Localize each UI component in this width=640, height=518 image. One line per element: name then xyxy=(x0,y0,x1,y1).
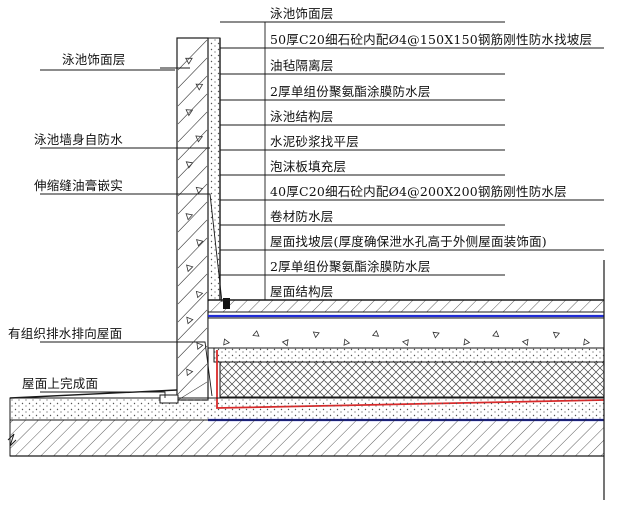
aggregate-mark xyxy=(401,339,409,347)
aggregate-mark xyxy=(186,368,194,377)
aggregate-mark xyxy=(312,331,320,339)
roof-structure-slab xyxy=(9,419,605,457)
wall-hatch-line xyxy=(177,111,208,143)
break-mark xyxy=(7,433,17,447)
label-cement-mortar: 水泥砂浆找平层 xyxy=(270,134,359,149)
wall-hatch-line xyxy=(177,147,208,179)
expansion-joint-sealant xyxy=(223,298,230,309)
label-c20-rigid-150: 50厚C20细石砼内配Ø4@150X150钢筋刚性防水找坡层 xyxy=(270,32,593,47)
label-roof-finished-surface: 屋面上完成面 xyxy=(22,376,99,391)
right-leader-lines xyxy=(220,21,604,301)
label-roof-screed: 屋面找坡层(厚度确保泄水孔高于外侧屋面装饰面) xyxy=(270,234,547,249)
aggregate-mark xyxy=(371,330,380,337)
wall-hatch-line xyxy=(177,39,208,71)
wall-hatch-line xyxy=(177,237,208,269)
wall-hatch-line xyxy=(177,219,208,251)
aggregate-mark xyxy=(185,161,194,169)
label-pu-coating-1: 2厚单组份聚氨酯涂膜防水层 xyxy=(270,84,431,99)
label-pool-structure: 泳池结构层 xyxy=(270,109,334,124)
wall-hatch-line xyxy=(177,345,208,377)
aggregate-mark xyxy=(186,316,194,325)
label-foam-fill: 泡沫板填充层 xyxy=(270,159,347,174)
label-pu-coating-2: 2厚单组份聚氨酯涂膜防水层 xyxy=(270,259,431,274)
aggregate-mark xyxy=(196,239,204,247)
label-felt-isolation: 油毡隔离层 xyxy=(270,58,334,73)
aggregate-mark xyxy=(223,338,231,346)
wall-hatch-line xyxy=(177,273,208,305)
wall-hatch-line xyxy=(177,381,208,401)
aggregate-mark xyxy=(521,338,529,346)
label-joint-sealant: 伸缩缝油膏嵌实 xyxy=(34,178,123,193)
aggregate-mark xyxy=(432,331,440,339)
wall-hatch-line xyxy=(177,165,208,197)
wall-hatch-line xyxy=(177,291,208,323)
concrete-aggregate-marks xyxy=(177,39,208,401)
aggregate-mark xyxy=(492,330,500,338)
aggregate-mark xyxy=(195,290,204,299)
aggregate-mark xyxy=(196,342,204,350)
wall-hatch-line xyxy=(177,255,208,287)
label-roll-membrane: 卷材防水层 xyxy=(270,209,334,224)
drainage-pipe xyxy=(159,394,179,404)
aggregate-mark xyxy=(583,338,591,346)
wall-hatch-line xyxy=(177,201,208,233)
label-organized-drainage: 有组织排水排向屋面 xyxy=(8,326,123,341)
aggregate-mark xyxy=(186,264,194,273)
aggregate-mark xyxy=(343,338,351,346)
aggregate-mark xyxy=(185,109,194,117)
pool-wall xyxy=(176,37,209,401)
pool-floor-layers xyxy=(207,298,605,349)
aggregate-mark xyxy=(195,135,204,143)
label-roof-structure: 屋面结构层 xyxy=(270,284,334,299)
label-pool-finish-left: 泳池饰面层 xyxy=(62,52,126,67)
label-c20-rigid-200: 40厚C20细石砼内配Ø4@200X200钢筋刚性防水层 xyxy=(270,184,567,199)
left-leader-lines xyxy=(40,67,223,398)
wall-hatch-line xyxy=(177,309,208,341)
aggregate-mark xyxy=(252,330,260,337)
wall-hatch-line xyxy=(177,75,208,107)
roof-finished-surface-line xyxy=(9,389,178,399)
roof-screed-layer xyxy=(9,397,605,421)
label-wall-self-waterproof: 泳池墙身自防水 xyxy=(34,132,123,147)
structure-slab-aggregate xyxy=(223,330,591,347)
aggregate-mark xyxy=(185,213,194,221)
wall-hatch-line xyxy=(177,327,208,359)
aggregate-mark xyxy=(552,331,561,339)
wall-plaster-layer xyxy=(207,37,221,301)
wall-hatch-line xyxy=(177,93,208,125)
wall-hatch-line xyxy=(177,363,208,395)
wall-hatch-line xyxy=(177,129,208,161)
wall-hatch-line xyxy=(177,183,208,215)
aggregate-mark xyxy=(281,339,289,347)
label-pool-finish: 泳池饰面层 xyxy=(270,6,334,21)
wall-hatch-line xyxy=(177,57,208,89)
aggregate-mark xyxy=(463,338,471,346)
